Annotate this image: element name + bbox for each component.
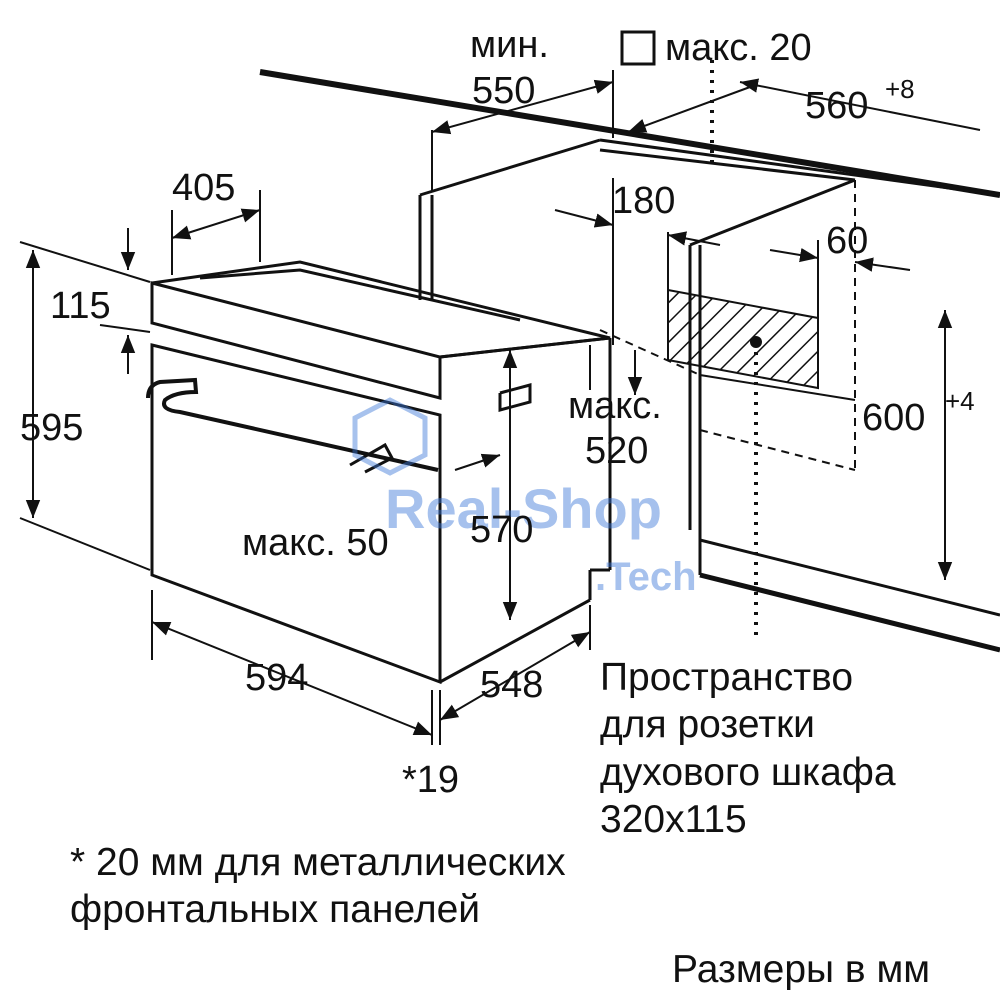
units-note: Размеры в мм — [672, 948, 930, 991]
label-min-550: 550 — [472, 70, 535, 112]
label-560: 560 — [805, 85, 868, 127]
socket-note-line-1: Пространство — [600, 656, 853, 699]
label-548: 548 — [480, 664, 543, 706]
label-115: 115 — [50, 285, 111, 327]
label-min: мин. — [470, 24, 549, 66]
label-180: 180 — [612, 180, 675, 222]
label-max-20: макс. 20 — [665, 27, 812, 69]
label-560-tol: +8 — [885, 74, 915, 104]
watermark-sub: .Tech — [595, 555, 697, 599]
dimension-labels: мин. 550 макс. 20 560 +8 405 180 60 115 … — [20, 24, 975, 801]
countertop — [259, 69, 1000, 198]
cabinet-niche — [418, 138, 1000, 653]
socket-note: Пространство для розетки духового шкафа … — [600, 656, 896, 841]
oven — [146, 260, 612, 685]
footnote: * 20 мм для металлических фронтальных па… — [70, 841, 566, 931]
socket-note-line-3: духового шкафа — [600, 751, 896, 794]
label-60: 60 — [826, 220, 868, 262]
square-icon — [620, 30, 656, 66]
label-405: 405 — [172, 167, 235, 209]
label-595: 595 — [20, 407, 83, 449]
footnote-line-2: фронтальных панелей — [70, 888, 480, 931]
socket-note-line-4: 320x115 — [600, 798, 747, 841]
label-max: макс. — [568, 385, 662, 427]
dimension-lines — [19, 70, 981, 745]
label-max-50: макс. 50 — [242, 522, 389, 564]
label-star-19: *19 — [402, 759, 459, 801]
footnote-line-1: * 20 мм для металлических — [70, 841, 566, 884]
watermark: Real-Shop .Tech — [352, 397, 697, 599]
watermark-main: Real-Shop — [385, 477, 662, 540]
socket-area — [667, 60, 819, 640]
socket-note-line-2: для розетки — [600, 703, 815, 746]
label-600: 600 — [862, 397, 925, 439]
label-520: 520 — [585, 430, 648, 472]
label-600-tol: +4 — [945, 386, 975, 416]
label-570: 570 — [470, 509, 533, 551]
label-594: 594 — [245, 657, 308, 699]
